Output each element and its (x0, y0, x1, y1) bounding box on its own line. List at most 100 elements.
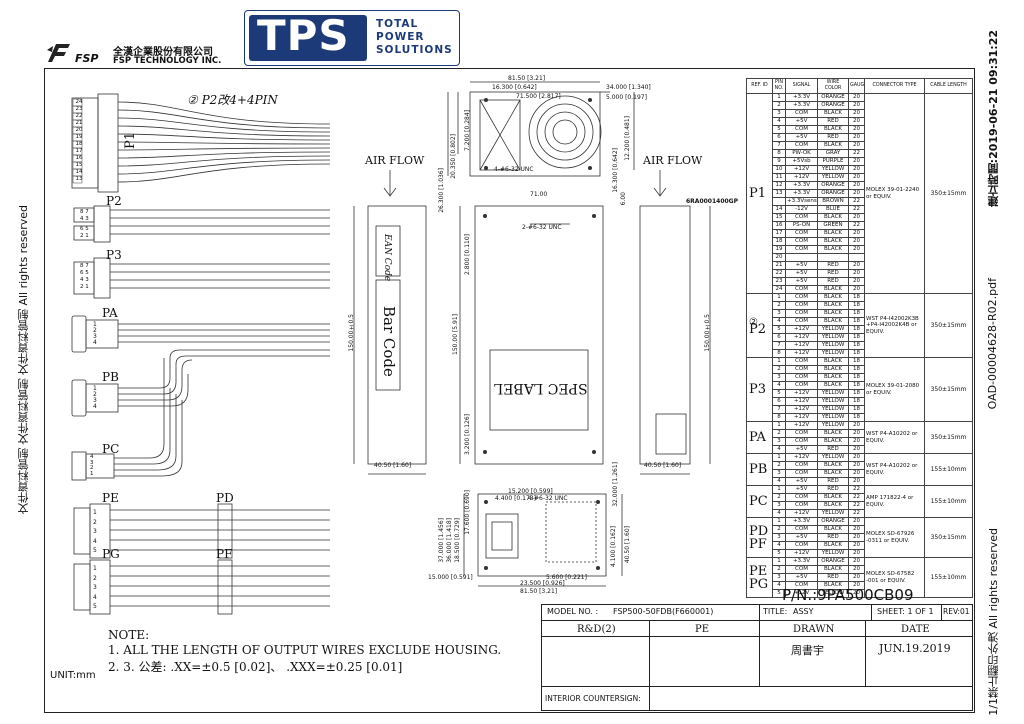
table-cell: 20 (848, 549, 865, 558)
table-cell: 18 (848, 357, 865, 366)
pin-number: 6 (80, 226, 84, 232)
table-cell: YELLOW (817, 397, 849, 406)
air-flow-arrow-icon-2 (653, 170, 667, 197)
table-cell (817, 253, 849, 262)
harness-drawing (71, 93, 330, 615)
psu-outline-drawing (353, 81, 711, 587)
table-cell: +5Vsb (785, 157, 818, 166)
table-cell: COM (785, 541, 818, 550)
tps-tagline-2: POWER (376, 31, 425, 43)
pin-number: 22 (75, 113, 83, 119)
p1-label: P1 (123, 132, 138, 150)
harness-diagram: ② P2改4+4PIN P1 P2 P3 PA PB PC PE PD PG P… (60, 88, 330, 618)
cable-length-cell: 350±15mm (924, 517, 973, 558)
group-id-text: PB (749, 462, 768, 477)
pin-number: 2 (80, 284, 84, 290)
title-block-row-3 (541, 686, 973, 711)
fsp-logo-mark-icon (47, 44, 70, 62)
table-cell: 7 (772, 405, 786, 414)
table-cell: BLACK (817, 541, 849, 550)
pin-number: 3 (93, 397, 97, 404)
table-cell: +12V (785, 325, 818, 334)
table-cell: 14 (772, 205, 786, 214)
table-cell: 1 (772, 453, 786, 462)
pin-number: 3 (85, 277, 89, 283)
connector-type-cell: WST P4-A10202 or EQUIV. (864, 453, 925, 486)
dim-f7: 18.500 [0.729] (454, 518, 461, 563)
group-id-line: PE (749, 563, 768, 579)
table-cell: +12V (785, 405, 818, 414)
table-cell: BLACK (817, 437, 849, 446)
table-cell: 1 (772, 421, 786, 430)
table-cell: +12V (785, 421, 818, 430)
table-cell: 18 (848, 341, 865, 350)
dim-f13: 40.50 [1.60] (624, 526, 631, 564)
dim-d9: 12.200 [0.481] (624, 116, 631, 161)
divider (865, 620, 866, 686)
table-cell: RED (817, 573, 849, 582)
dim-top-width: 81.50 [3.21] (508, 75, 546, 82)
cable-length-cell: 350±15mm (924, 357, 973, 422)
pin-number: 4 (93, 339, 97, 346)
table-cell: +5V (785, 277, 818, 286)
table-cell: +3.3V (785, 517, 818, 526)
dim-f9: 23.500 [0.926] (520, 580, 565, 587)
title-label: TITLE: (763, 607, 788, 616)
table-cell: 6 (772, 333, 786, 342)
table-cell: BLACK (817, 237, 849, 246)
right-view-body (639, 205, 691, 465)
group-badge: ② (749, 316, 758, 328)
table-cell: BLACK (817, 429, 849, 438)
pin-number: 20 (75, 127, 83, 133)
table-cell: -12V (785, 205, 818, 214)
table-cell: 18 (848, 405, 865, 414)
fsp-logo (44, 40, 74, 66)
divider (649, 686, 650, 710)
table-cell: 24 (772, 285, 786, 294)
divider (759, 620, 760, 686)
table-cell: ORANGE (817, 181, 849, 190)
table-cell: COM (785, 125, 818, 134)
pin-number: 8 (80, 263, 84, 269)
pin-number: 13 (75, 176, 83, 182)
table-cell: ORANGE (817, 517, 849, 526)
table-cell: 20 (848, 101, 865, 110)
pin-number: 18 (75, 141, 83, 147)
table-cell: COM (785, 109, 818, 118)
table-cell: 3 (772, 109, 786, 118)
table-cell: 20 (848, 565, 865, 574)
air-flow-label-right: AIR FLOW (643, 154, 703, 167)
connector-outlet (479, 99, 521, 171)
table-cell: +3.3V (785, 93, 818, 102)
table-cell (772, 197, 786, 206)
group-id-text: P1 (749, 186, 767, 201)
wire-group-id: PA (746, 421, 773, 454)
table-cell: +3.3Vsense (785, 197, 818, 206)
dim-f6: 36.000 [1.418] (446, 518, 453, 563)
table-cell: 17 (772, 229, 786, 238)
table-cell: 20 (848, 109, 865, 118)
table-cell: 22 (772, 269, 786, 278)
pin-number: 19 (75, 134, 83, 140)
divider (941, 604, 942, 620)
table-cell: COM (785, 381, 818, 390)
table-cell (785, 253, 818, 262)
table-cell: +5V (785, 133, 818, 142)
p2-pin-numbers: 8 7 4 3 6 5 2 1 (80, 209, 89, 239)
table-cell: +5V (785, 445, 818, 454)
pin-number: 5 (93, 547, 97, 554)
table-cell: 10 (772, 165, 786, 174)
table-cell: GREEN (817, 221, 849, 230)
table-cell: BLACK (817, 469, 849, 478)
table-cell: COM (785, 429, 818, 438)
table-cell: 20 (848, 517, 865, 526)
pin-number: 1 (93, 509, 97, 516)
dim-f4: 17.600 [0.690] (464, 490, 471, 535)
table-cell: COM (785, 213, 818, 222)
